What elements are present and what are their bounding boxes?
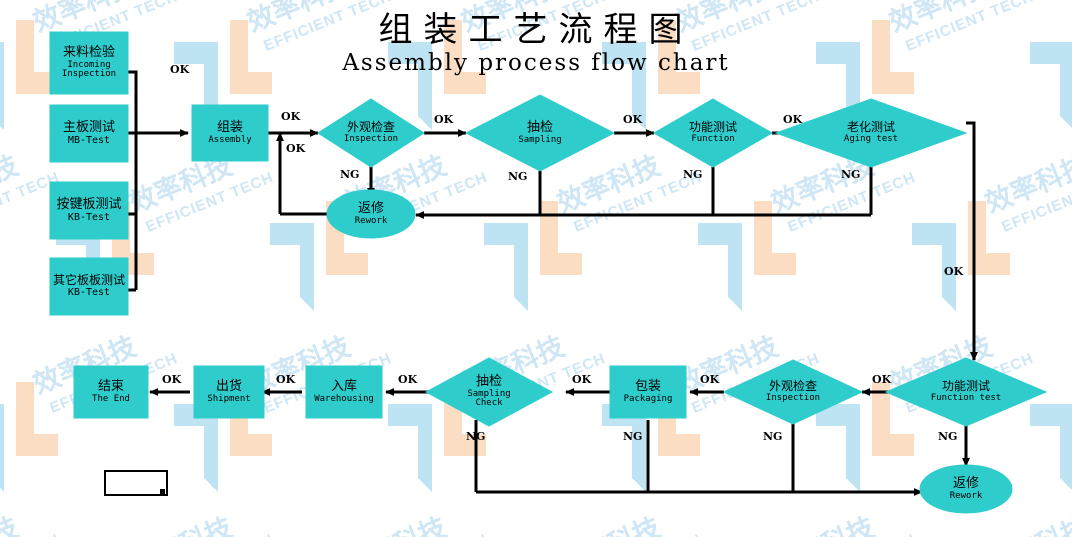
node-rework2-en: Rework: [949, 491, 983, 502]
node-shipment[interactable]: 出货 Shipment: [194, 366, 264, 418]
node-function1[interactable]: 功能测试 Function: [663, 110, 763, 156]
edge-label-ng-sampling2: NG: [466, 430, 486, 443]
node-theend[interactable]: 结束 The End: [74, 366, 148, 418]
node-packaging[interactable]: 包装 Packaging: [610, 366, 686, 418]
edge-label-ng-packaging: NG: [623, 430, 643, 443]
node-kbtest-cn: 按键板测试: [56, 196, 122, 212]
node-function1-en: Function: [691, 134, 735, 145]
node-theend-cn: 结束: [97, 378, 124, 394]
edge-label-ng-function1: NG: [683, 168, 703, 181]
edge-label-ok-packaging-sampling2: OK: [572, 373, 592, 386]
node-othertest-cn: 其它板板测试: [52, 273, 125, 288]
node-inspection2-en: Inspection: [765, 393, 821, 404]
node-function2-cn: 功能测试: [941, 379, 990, 394]
edge-label-ok-incoming-assembly: OK: [170, 63, 190, 76]
node-theend-en: The End: [92, 393, 130, 404]
node-rework1-cn: 返修: [357, 201, 384, 217]
legend-placeholder-box[interactable]: [104, 470, 168, 496]
node-packaging-en: Packaging: [623, 393, 673, 404]
page-title-cn: 组装工艺流程图: [378, 10, 694, 50]
edge-label-ng-aging: NG: [841, 168, 861, 181]
node-inspection2[interactable]: 外观检查 Inspection: [743, 369, 843, 415]
node-kbtest[interactable]: 按键板测试 KB-Test: [50, 182, 128, 239]
edge-label-ok-assembly-inspection1: OK: [281, 110, 301, 123]
selection-handle[interactable]: [160, 489, 165, 494]
edge-label-ng-sampling1: NG: [508, 170, 528, 183]
node-assembly[interactable]: 组装 Assembly: [192, 105, 268, 161]
node-aging[interactable]: 老化测试 Aging test: [821, 110, 921, 156]
edge-label-ok-inspection2-packaging: OK: [700, 373, 720, 386]
edge-label-ng-function2: NG: [938, 430, 958, 443]
shape-mbtest[interactable]: [49, 104, 129, 163]
node-kbtest-en: KB-Test: [67, 211, 111, 223]
node-rework2[interactable]: 返修 Rework: [920, 467, 1012, 512]
node-rework2-cn: 返修: [952, 476, 979, 492]
node-mbtest-cn: 主板测试: [62, 119, 115, 135]
node-shipment-en: Shipment: [207, 393, 251, 404]
node-mbtest[interactable]: 主板测试 MB-Test: [50, 105, 128, 162]
node-othertest[interactable]: 其它板板测试 KB-Test: [46, 258, 132, 315]
edge-label-ok-shipment-theend: OK: [162, 373, 182, 386]
node-sampling1-cn: 抽检: [526, 119, 553, 135]
edge-label-ok-aging-function2: OK: [944, 265, 964, 278]
node-sampling2-cn: 抽检: [475, 374, 502, 390]
node-sampling1[interactable]: 抽检 Sampling: [490, 110, 590, 156]
node-function2[interactable]: 功能测试 Function test: [914, 369, 1018, 415]
node-inspection1-cn: 外观检查: [346, 120, 395, 135]
node-othertest-en: KB-Test: [67, 287, 111, 299]
edge-label-ng-inspection1: NG: [340, 168, 360, 181]
edge-label-ok-rework1-assembly: OK: [286, 142, 306, 155]
node-aging-en: Aging test: [843, 134, 899, 145]
edge-label-ok-sampling2-warehousing: OK: [398, 373, 418, 386]
page-title-en: Assembly process flow chart: [342, 50, 730, 76]
node-inspection1-en: Inspection: [343, 134, 399, 145]
edge-label-ok-inspection1-sampling1: OK: [434, 113, 454, 126]
node-assembly-cn: 组装: [216, 119, 243, 135]
node-aging-cn: 老化测试: [846, 120, 895, 135]
node-sampling1-en: Sampling: [518, 134, 562, 145]
edge-label-ok-function2-inspection2: OK: [872, 373, 892, 386]
edge-label-ok-warehousing-shipment: OK: [276, 373, 296, 386]
node-inspection2-cn: 外观检查: [768, 379, 817, 394]
node-warehousing-en: Warehousing: [314, 393, 374, 404]
node-mbtest-en: MB-Test: [67, 134, 111, 146]
edge-label-ok-function1-aging: OK: [783, 113, 803, 126]
node-assembly-en: Assembly: [208, 134, 252, 145]
node-inspection1[interactable]: 外观检查 Inspection: [321, 110, 421, 156]
node-rework1[interactable]: 返修 Rework: [327, 192, 415, 237]
edge-label-ng-inspection2: NG: [763, 430, 783, 443]
node-warehousing[interactable]: 入库 Warehousing: [302, 366, 386, 418]
node-function1-cn: 功能测试: [688, 120, 737, 135]
node-warehousing-cn: 入库: [330, 378, 357, 394]
edge-label-ok-sampling1-function1: OK: [623, 113, 643, 126]
node-rework1-en: Rework: [354, 216, 388, 227]
node-packaging-cn: 包装: [634, 378, 661, 394]
node-function2-en: Function test: [930, 393, 1002, 404]
node-shipment-cn: 出货: [215, 378, 242, 394]
